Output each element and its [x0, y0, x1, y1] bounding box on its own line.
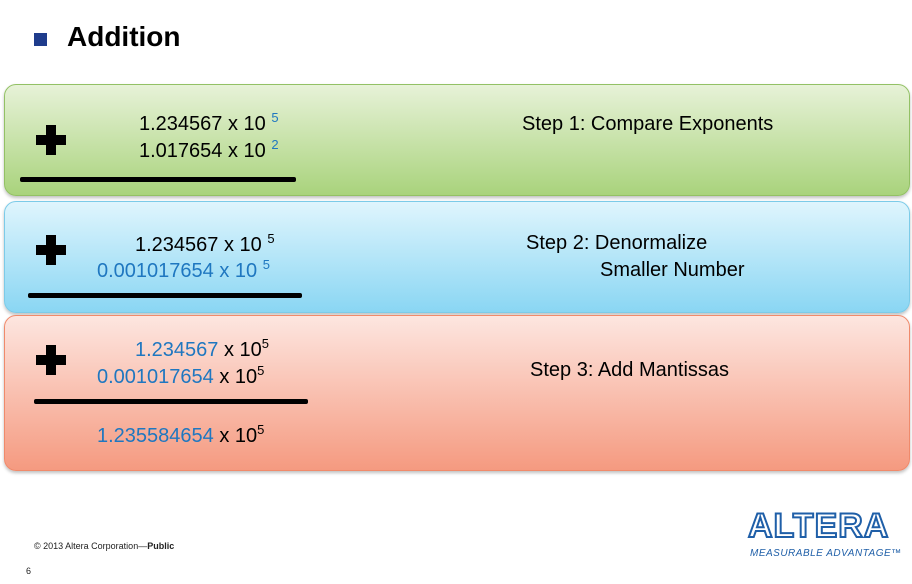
step1-operand2-mantissa: 1.017654 x 10 — [139, 140, 266, 162]
step3-operand1-exponent: 5 — [261, 336, 270, 351]
step3-operand2-base: x 10 — [219, 366, 258, 388]
step3-label: Step 3: Add Mantissas — [530, 359, 730, 381]
altera-logo: ALTERA MEASURABLE ADVANTAGE™ — [747, 507, 901, 566]
plus-icon — [36, 345, 66, 375]
step3-result-exponent: 5 — [257, 422, 265, 437]
copyright-notice: © 2013 Altera Corporation—Public — [34, 541, 174, 551]
step3-operand2-exponent: 5 — [257, 363, 265, 378]
copyright-classification: Public — [147, 541, 175, 551]
step3-result-mantissa: 1.235584654 — [97, 425, 214, 447]
step1-operand2: 1.017654 x 10 2 — [139, 137, 279, 165]
step2-operand2: 0.001017654 x 10 5 — [97, 257, 270, 285]
step3-operand2: 0.001017654 x 105 — [97, 363, 265, 391]
title-bullet — [34, 33, 47, 46]
step3-sum-rule — [34, 399, 308, 404]
step3-result: 1.235584654 x 105 — [97, 422, 265, 450]
logo-wordmark: ALTERA — [747, 507, 890, 545]
step1-sum-rule — [20, 177, 296, 182]
step3-operand1-base: x 10 — [223, 339, 262, 361]
step2-label-line1: Step 2: Denormalize — [526, 232, 708, 254]
step2-operand1: 1.234567 x 10 5 — [135, 231, 275, 259]
step2-operand2-mantissa: 0.001017654 x 10 — [97, 260, 258, 282]
step3-operand2-mantissa: 0.001017654 — [97, 366, 214, 388]
plus-icon — [36, 125, 66, 155]
step3-operand1-mantissa: 1.234567 — [135, 339, 219, 361]
step2-operand2-exponent: 5 — [262, 257, 270, 272]
step1-operand1-exponent: 5 — [271, 110, 279, 125]
step3-result-base: x 10 — [219, 425, 258, 447]
step2-operand1-mantissa: 1.234567 x 10 — [135, 234, 262, 256]
step3-panel — [4, 315, 910, 471]
page-number: 6 — [26, 566, 32, 576]
step2-label-line2: Smaller Number — [600, 259, 745, 281]
step2-sum-rule — [28, 293, 302, 298]
slide-title: Addition — [67, 21, 181, 52]
copyright-text: © 2013 Altera Corporation— — [34, 541, 148, 551]
logo-tagline: MEASURABLE ADVANTAGE™ — [750, 548, 902, 559]
plus-icon — [36, 235, 66, 265]
step1-operand1: 1.234567 x 10 5 — [139, 110, 279, 138]
step2-operand1-exponent: 5 — [267, 231, 275, 246]
step1-operand2-exponent: 2 — [271, 137, 279, 152]
step3-operand1: 1.234567 x 105 — [135, 336, 270, 364]
step1-operand1-mantissa: 1.234567 x 10 — [139, 113, 266, 135]
step1-label: Step 1: Compare Exponents — [522, 113, 774, 135]
